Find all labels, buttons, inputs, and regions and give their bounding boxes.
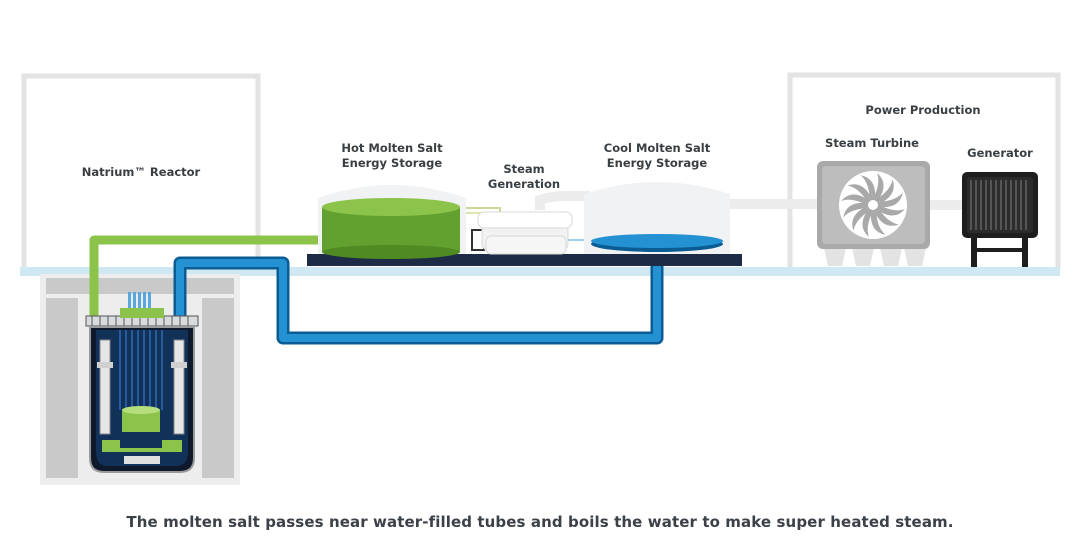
steam-generator-icon	[477, 191, 592, 255]
steam-gen-label-line1: Steam	[503, 162, 544, 176]
reactor-label: Natrium™ Reactor	[82, 165, 201, 179]
generator-label: Generator	[967, 146, 1033, 160]
cool-storage-label-line2: Energy Storage	[607, 156, 708, 170]
power-building	[787, 72, 1061, 268]
steam-turbine-icon	[817, 161, 930, 266]
reactor-vessel-icon	[85, 292, 199, 473]
reactor-building	[21, 73, 261, 268]
cool-salt-pipe-inner	[176, 246, 661, 342]
caption: The molten salt passes near water-filled…	[126, 513, 954, 531]
hot-storage-label-line2: Energy Storage	[342, 156, 443, 170]
hot-salt-pipe	[89, 235, 330, 318]
generator-icon	[962, 172, 1038, 267]
cool-salt-tank-icon	[584, 182, 730, 254]
power-production-label: Power Production	[865, 103, 980, 117]
cool-storage-label-line1: Cool Molten Salt	[604, 141, 711, 155]
hot-storage-label-line1: Hot Molten Salt	[341, 141, 443, 155]
steam-turbine-label: Steam Turbine	[825, 136, 919, 150]
hot-salt-tank-icon	[318, 185, 466, 259]
steam-gen-label-line2: Generation	[488, 177, 560, 191]
ground-line	[20, 267, 1060, 276]
